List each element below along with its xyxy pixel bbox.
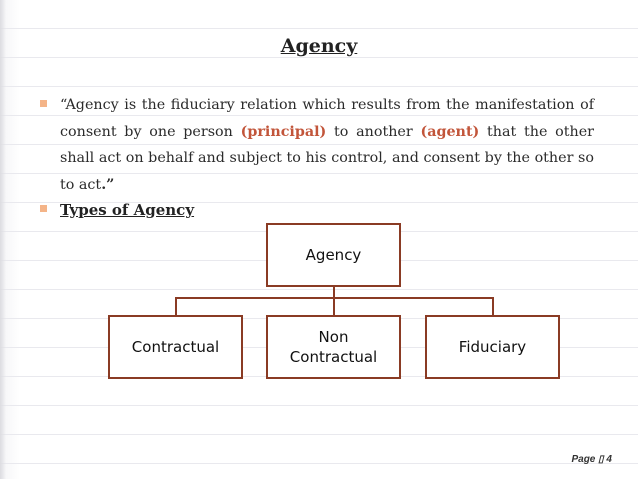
quote-part-2: to another bbox=[326, 123, 421, 140]
agency-box-label: Agency bbox=[305, 246, 362, 264]
bullet-marker-quote bbox=[40, 100, 47, 107]
connector-contractual bbox=[175, 297, 177, 316]
non-contractual-line2: Contractual bbox=[289, 348, 378, 366]
non-contractual-line1: Non bbox=[318, 328, 349, 346]
fiduciary-box-label: Fiduciary bbox=[458, 338, 527, 356]
connector-fiduciary bbox=[492, 297, 494, 316]
non-contractual-box: Non Contractual bbox=[266, 315, 401, 379]
fiduciary-box: Fiduciary bbox=[425, 315, 560, 379]
agent-highlight: (agent) bbox=[420, 123, 480, 140]
definition-paragraph: “Agency is the fiduciary relation which … bbox=[60, 92, 594, 198]
contractual-box-label: Contractual bbox=[131, 338, 220, 356]
agency-box: Agency bbox=[266, 223, 401, 287]
connector-root-down bbox=[333, 286, 335, 298]
quote-end: .” bbox=[101, 176, 115, 193]
page-number: Page ▯ 4 bbox=[571, 454, 612, 465]
slide-title: Agency bbox=[280, 35, 358, 57]
quote-part-1: “Agency is the fiduciary relation which … bbox=[60, 97, 594, 140]
contractual-box: Contractual bbox=[108, 315, 243, 379]
types-heading: Types of Agency bbox=[60, 201, 195, 219]
connector-non-contractual bbox=[333, 297, 335, 316]
quote-part-3: that the other shall act on behalf and s… bbox=[60, 123, 594, 193]
principal-highlight: (principal) bbox=[240, 123, 327, 140]
bullet-marker-types bbox=[40, 205, 47, 212]
page-edge-shadow bbox=[0, 0, 6, 479]
